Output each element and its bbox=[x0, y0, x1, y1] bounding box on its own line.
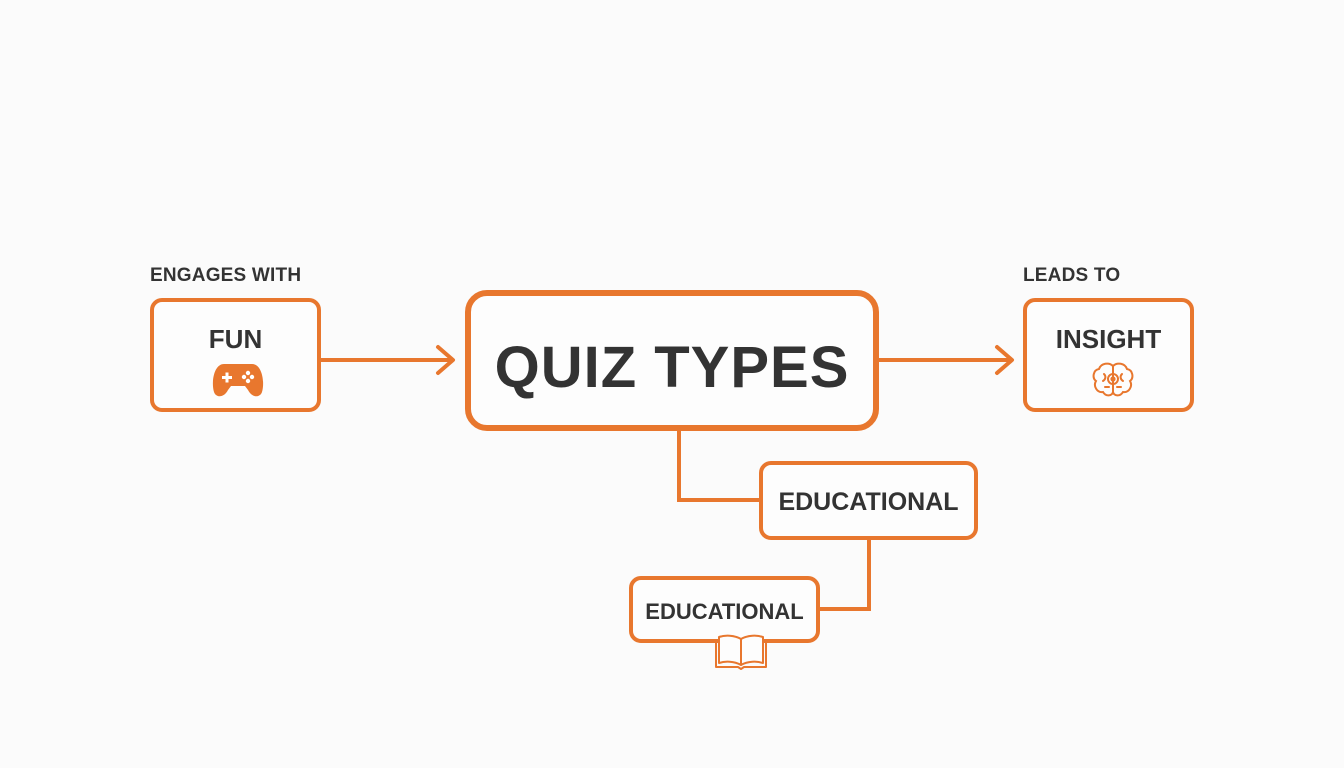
educational-node: EDUCATIONAL bbox=[759, 461, 978, 540]
connector-educational-to-educational bbox=[820, 540, 871, 611]
insight-label: INSIGHT bbox=[1055, 324, 1162, 354]
quiz-types-node: QUIZ TYPES bbox=[465, 290, 879, 431]
educational-label: EDUCATIONAL bbox=[778, 488, 959, 516]
arrow-fun-to-quiz bbox=[321, 345, 455, 375]
arrow-quiz-to-insight bbox=[879, 345, 1014, 375]
engages-with-caption: ENGAGES WITH bbox=[150, 265, 302, 286]
quiz-types-title: QUIZ TYPES bbox=[494, 335, 850, 400]
brain-icon bbox=[1092, 362, 1134, 397]
fun-node: FUN bbox=[150, 298, 321, 412]
fun-label: FUN bbox=[208, 324, 263, 354]
connector-quiz-to-educational bbox=[677, 431, 759, 502]
educational-node-secondary: EDUCATIONAL bbox=[629, 576, 820, 643]
leads-to-caption: LEADS TO bbox=[1023, 265, 1121, 286]
book-icon bbox=[715, 634, 767, 670]
educational-label-secondary: EDUCATIONAL bbox=[645, 599, 804, 624]
insight-node: INSIGHT bbox=[1023, 298, 1194, 412]
gamepad-icon bbox=[212, 364, 264, 397]
